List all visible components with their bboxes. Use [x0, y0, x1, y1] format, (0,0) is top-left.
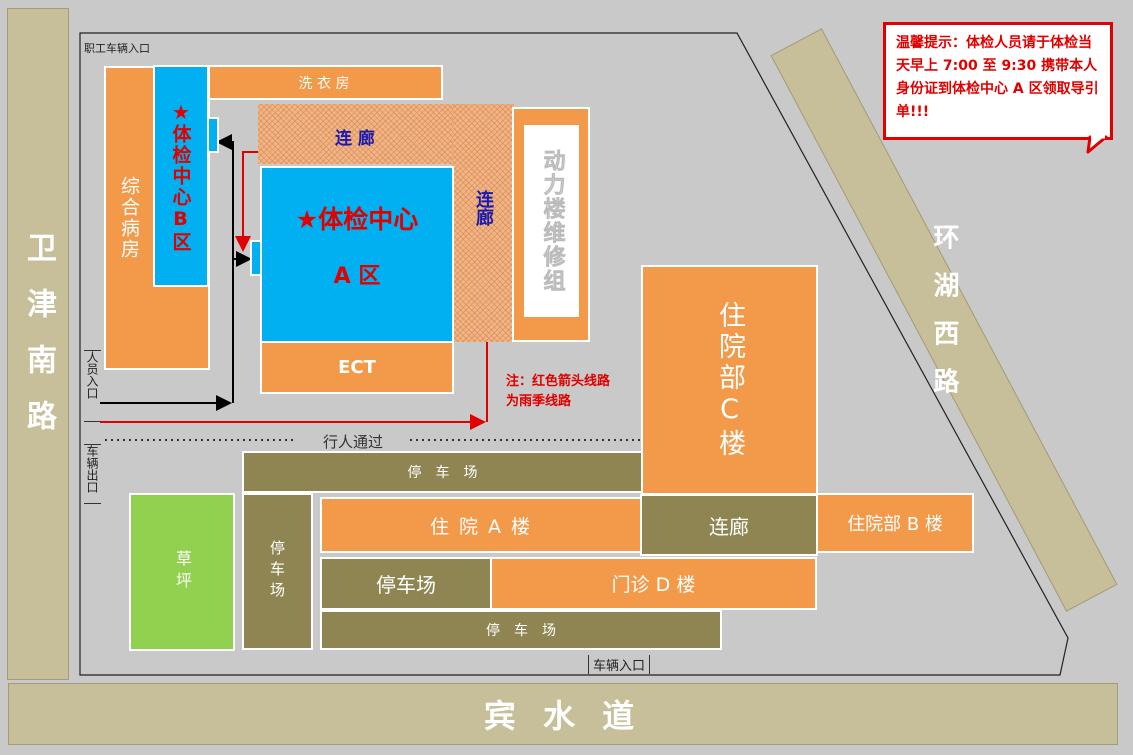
rain-route-note: 注：红色箭头线路为雨季线路: [506, 374, 611, 409]
inpatient-b-building: 住院部 B 楼: [816, 493, 974, 553]
power-maintenance-inner: 动力楼维修组: [524, 125, 579, 317]
inpatient-a-label: 住 院 A 楼: [429, 515, 533, 538]
power-maintenance-building: 动力楼维修组: [512, 107, 590, 342]
corridor-right-label: 连廊: [473, 190, 494, 226]
people-entrance-label: 人员入口: [84, 350, 101, 422]
black-route: [100, 134, 252, 411]
parking-top-label: 停 车 场: [407, 465, 478, 481]
corridor-top-label: 连 廊: [335, 129, 375, 149]
parking-vertical-label: 停车场: [268, 540, 286, 603]
road-weijin-south-label: 卫津南路: [21, 232, 56, 456]
exam-center-b-star: ★: [172, 99, 190, 124]
exam-center-b-label: 体检中心B区: [169, 123, 192, 253]
inpatient-a-building: 住 院 A 楼: [320, 497, 642, 553]
pedestrian-label: 行人通过: [323, 433, 384, 451]
parking-top: 停 车 场: [242, 451, 643, 493]
laundry-label: 洗 衣 房: [298, 75, 350, 92]
road-weijin-south: 卫津南路: [7, 8, 69, 680]
parking-bottom: 停 车 场: [320, 610, 722, 650]
tip-text: 温馨提示：体检人员请于体检当天早上 7:00 至 9:30 携带本人身份证到体检…: [896, 35, 1099, 120]
power-maintenance-label: 动力楼维修组: [539, 149, 565, 294]
corridor-middle-label: 连廊: [709, 514, 749, 539]
exam-center-b-door: [207, 117, 219, 153]
outpatient-d-label: 门诊 D 楼: [611, 574, 696, 596]
corridor-middle: 连廊: [640, 494, 818, 556]
exam-center-a-door: [250, 240, 262, 276]
exam-center-a-title: ★体检中心: [295, 204, 419, 234]
parking-vertical: 停车场: [242, 493, 313, 650]
parking-middle-label: 停车场: [376, 573, 436, 597]
parking-middle: 停车场: [320, 557, 492, 610]
ect-label: ECT: [338, 357, 376, 378]
ect-building: ECT: [260, 341, 454, 394]
corridor-right: [452, 104, 514, 342]
road-huanhu-west-label: 环湖西路: [928, 224, 959, 416]
inpatient-c-building: 住院部C楼: [641, 265, 818, 495]
exam-center-a-sub: A 区: [333, 263, 381, 289]
inpatient-c-label: 住院部C楼: [714, 300, 745, 460]
lawn-label: 草坪: [173, 550, 192, 594]
laundry-building: 洗 衣 房: [205, 65, 443, 100]
site-boundary: [79, 32, 1069, 676]
tip-callout: 温馨提示：体检人员请于体检当天早上 7:00 至 9:30 携带本人身份证到体检…: [883, 22, 1113, 140]
road-binshui-label: 宾 水 道: [483, 697, 643, 735]
exam-center-b: ★ 体检中心B区: [153, 65, 209, 287]
staff-vehicle-entrance-label: 职工车辆入口: [84, 42, 150, 55]
parking-bottom-label: 停 车 场: [486, 623, 556, 639]
exam-center-a: ★体检中心 A 区: [260, 166, 454, 343]
vehicle-exit-label: 车辆出口: [84, 444, 101, 504]
vehicle-entrance-label: 车辆入口: [588, 655, 651, 674]
general-ward-label: 综合病房: [118, 176, 140, 260]
road-binshui: 宾 水 道: [8, 683, 1118, 745]
outpatient-d-building: 门诊 D 楼: [490, 557, 817, 610]
lawn: 草坪: [129, 493, 235, 651]
inpatient-b-label: 住院部 B 楼: [847, 514, 943, 535]
